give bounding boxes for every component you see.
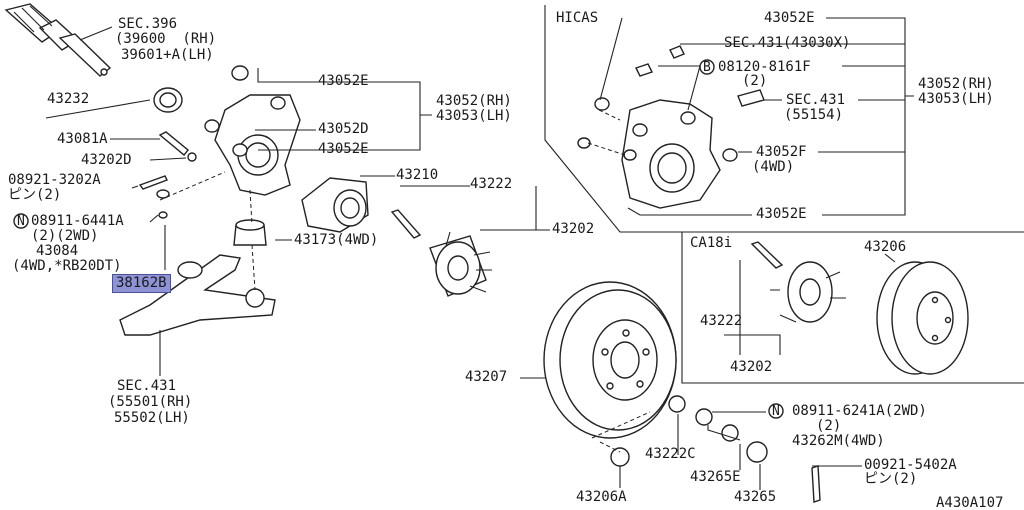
label-hicas-08120-qty: (2)	[742, 73, 768, 89]
label-hicas-sec431-55154: (55154)	[784, 107, 844, 123]
label-43265e: 43265E	[690, 469, 741, 485]
label-sec431: SEC.431	[117, 378, 177, 394]
brake-drum-43206	[876, 261, 969, 375]
label-ca18i: CA18i	[690, 235, 733, 251]
label-sec431-lh: 55502(LH)	[114, 410, 190, 426]
label-hicas-sec431-43030x: SEC.431(43030X)	[724, 35, 851, 51]
label-08911-6241a-qty: (2)	[816, 418, 842, 434]
label-43052e-bottom: 43052E	[318, 141, 369, 157]
diagram-id-code: A430A107	[936, 495, 1004, 510]
label-43262m: 43262M(4WD)	[792, 433, 885, 449]
label-43222: 43222	[470, 176, 513, 192]
axle-housing-knuckle	[204, 65, 301, 196]
label-08921-pin: ピン(2)	[8, 187, 62, 203]
label-hicas-43052e-top: 43052E	[764, 10, 815, 26]
label-00921: 00921-5402A	[864, 457, 957, 473]
label-sec431-rh: (55501(RH)	[108, 394, 193, 410]
label-43210: 43210	[396, 167, 439, 183]
ca18i-hub	[750, 241, 846, 323]
label-hicas-43052-rh: 43052(RH)	[918, 76, 994, 92]
label-43084: 43084	[36, 243, 79, 259]
label-43206a: 43206A	[576, 489, 627, 505]
label-43202d: 43202D	[81, 152, 132, 168]
lower-arm	[119, 254, 276, 336]
castle-nut	[156, 189, 170, 199]
label-43232: 43232	[47, 91, 90, 107]
label-08911: 08911-6441A	[31, 213, 124, 229]
label-43202: 43202	[552, 221, 595, 237]
bolt-43081a	[158, 131, 197, 162]
brake-disc-43207	[543, 281, 677, 439]
label-08911-qty: (2)(2WD)	[31, 228, 99, 244]
washer	[158, 211, 168, 219]
pin-00921	[811, 465, 821, 503]
label-43081a: 43081A	[57, 131, 108, 147]
label-hicas-43052f-4wd: (4WD)	[752, 159, 795, 175]
b-marker-letter: B	[703, 60, 711, 75]
label-sec396-rh: (39600 (RH)	[115, 31, 217, 47]
label-08921: 08921-3202A	[8, 172, 101, 188]
label-43052e-top: 43052E	[318, 73, 369, 89]
label-00921-pin: ピン(2)	[864, 471, 918, 487]
label-43222c: 43222C	[645, 446, 696, 462]
nut-n-marker-left	[13, 213, 29, 229]
label-43084-note: (4WD,*RB20DT)	[12, 258, 122, 274]
label-ca18i-43202: 43202	[730, 359, 773, 375]
nut-n-marker-right	[768, 403, 784, 419]
axle-hub-43202	[390, 209, 492, 297]
bushing-43173	[233, 219, 267, 246]
label-hicas-43052f: 43052F	[756, 144, 807, 160]
spacer-43222c	[668, 395, 686, 413]
label-ca18i-43206: 43206	[864, 239, 907, 255]
label-43052-rh: 43052(RH)	[436, 93, 512, 109]
n-marker-letter-right: N	[772, 404, 780, 419]
castle-nut-43265	[746, 441, 768, 463]
label-hicas-43053-lh: 43053(LH)	[918, 91, 994, 107]
label-08911-6241a: 08911-6241A(2WD)	[792, 403, 927, 419]
cotter-pin	[138, 175, 168, 190]
drive-shaft	[4, 3, 112, 77]
label-sec396: SEC.396	[118, 16, 178, 32]
n-marker-letter-left: N	[17, 214, 25, 229]
ca18i-frame	[681, 232, 1024, 384]
label-43265: 43265	[734, 489, 777, 505]
label-38162b-highlighted[interactable]: 38162B	[112, 274, 171, 293]
nut-08911	[695, 408, 713, 426]
seal-43232	[153, 87, 183, 113]
cap-43206a	[610, 447, 630, 467]
label-hicas-08120: 08120-8161F	[718, 59, 811, 75]
hicas-knuckle	[621, 99, 721, 209]
label-ca18i-43222: 43222	[700, 313, 743, 329]
label-43053-lh: 43053(LH)	[436, 108, 512, 124]
label-43052d: 43052D	[318, 121, 369, 137]
bolt-b-marker	[699, 59, 715, 75]
label-hicas-sec431: SEC.431	[786, 92, 846, 108]
label-43173: 43173(4WD)	[294, 232, 379, 248]
label-hicas-43052e-bottom: 43052E	[756, 206, 807, 222]
washer-43265e	[721, 424, 739, 442]
hicas-frame	[544, 5, 1024, 233]
label-hicas: HICAS	[556, 10, 599, 26]
label-43207: 43207	[465, 369, 508, 385]
label-sec396-lh: 39601+A(LH)	[121, 47, 214, 63]
hub-bearing-43210	[301, 177, 369, 233]
